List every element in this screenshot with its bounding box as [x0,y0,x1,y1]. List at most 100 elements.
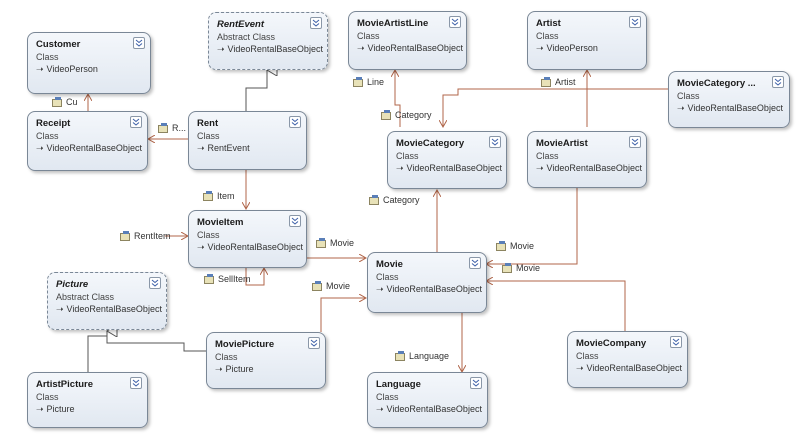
assoc-label-line[interactable]: Line [353,77,384,87]
class-base: ➝VideoRentalBaseObject [396,163,502,174]
inherits-arrow-icon: ➝ [357,43,365,53]
class-title: Receipt [36,118,71,129]
assoc-moviecompany-movie [486,281,626,331]
assoc-label-text: Movie [510,241,535,251]
class-shape-movieartist[interactable]: MovieArtist Class ➝VideoRentalBaseObject [527,131,647,188]
class-base-text: Picture [225,364,254,374]
assoc-label-r[interactable]: R... [158,123,186,133]
class-kind: Class [36,52,59,62]
assoc-label-language[interactable]: Language [395,351,449,361]
assoc-label-category-mid[interactable]: Category [369,195,420,205]
collapse-chevron-icon[interactable] [133,37,145,49]
collapse-chevron-icon[interactable] [308,337,320,349]
class-kind: Class [36,131,59,141]
class-base-text: VideoRentalBaseObject [227,44,323,54]
class-shape-language[interactable]: Language Class ➝VideoRentalBaseObject [367,372,488,428]
assoc-label-category-top[interactable]: Category [381,110,432,120]
class-base-text: VideoRentalBaseObject [386,284,482,294]
class-shape-movie[interactable]: Movie Class ➝VideoRentalBaseObject [367,252,487,313]
class-kind: Class [215,352,238,362]
assoc-label-movie-picture[interactable]: Movie [312,281,350,291]
assoc-label-sellitem[interactable]: SellItem [204,274,251,284]
class-shape-movieartistline[interactable]: MovieArtistLine Class ➝VideoRentalBaseOb… [348,11,467,70]
class-base: ➝VideoPerson [536,43,598,54]
class-base-text: VideoPerson [46,64,98,74]
class-base-text: VideoRentalBaseObject [367,43,463,53]
assoc-label-text: Movie [326,281,351,291]
class-base: ➝Picture [36,404,75,415]
property-icon [52,97,63,107]
assoc-movieartistline-line [395,70,401,127]
inherit-artistpicture-picture [87,331,107,372]
class-shape-artistpicture[interactable]: ArtistPicture Class ➝Picture [27,372,148,428]
collapse-chevron-icon[interactable] [629,16,641,28]
assoc-label-artist[interactable]: Artist [541,77,576,87]
assoc-label-text: Artist [555,77,576,87]
collapse-chevron-icon[interactable] [149,277,161,289]
property-icon [381,110,392,120]
class-shape-moviecompany[interactable]: MovieCompany Class ➝VideoRentalBaseObjec… [567,331,688,388]
collapse-chevron-icon[interactable] [489,136,501,148]
inherits-arrow-icon: ➝ [36,64,44,74]
inherits-arrow-icon: ➝ [56,304,64,314]
class-title: Rent [197,118,219,129]
class-base: ➝VideoRentalBaseObject [376,404,482,415]
class-base-text: VideoRentalBaseObject [546,163,642,173]
assoc-moviecategorylist-category [443,88,668,127]
class-shape-customer[interactable]: Customer Class ➝VideoPerson [27,32,151,94]
class-shape-receipt[interactable]: Receipt Class ➝VideoRentalBaseObject [27,111,148,171]
assoc-label-text: Line [367,77,385,87]
assoc-label-cu[interactable]: Cu [52,97,78,107]
class-shape-rentevent[interactable]: RentEvent Abstract Class ➝VideoRentalBas… [208,12,328,70]
collapse-chevron-icon[interactable] [130,116,142,128]
class-kind: Class [576,351,599,361]
collapse-chevron-icon[interactable] [629,136,641,148]
class-shape-artist[interactable]: Artist Class ➝VideoPerson [527,11,647,70]
class-shape-movieitem[interactable]: MovieItem Class ➝VideoRentalBaseObject [188,210,307,268]
property-icon [312,281,323,291]
inherits-arrow-icon: ➝ [197,242,205,252]
class-kind: Abstract Class [217,32,276,42]
collapse-chevron-icon[interactable] [310,17,322,29]
collapse-chevron-icon[interactable] [289,116,301,128]
class-kind: Class [197,230,220,240]
class-base: ➝VideoPerson [36,64,98,75]
assoc-label-text: Language [409,351,450,361]
property-icon [541,77,552,87]
class-shape-moviepicture[interactable]: MoviePicture Class ➝Picture [206,332,326,389]
inherits-arrow-icon: ➝ [576,363,584,373]
collapse-chevron-icon[interactable] [449,16,461,28]
class-shape-moviecategory[interactable]: MovieCategory Class ➝VideoRentalBaseObje… [387,131,507,189]
collapse-chevron-icon[interactable] [772,76,784,88]
class-shape-picture[interactable]: Picture Abstract Class ➝VideoRentalBaseO… [47,272,167,330]
property-icon [496,241,507,251]
property-icon [120,231,131,241]
assoc-label-text: Category [383,195,420,205]
collapse-chevron-icon[interactable] [670,336,682,348]
inherit-moviepicture-picture [106,331,206,352]
class-base: ➝VideoRentalBaseObject [536,163,642,174]
property-icon [203,191,214,201]
assoc-label-movie-artist[interactable]: Movie [496,241,534,251]
class-title: MovieItem [197,217,244,228]
collapse-chevron-icon[interactable] [469,257,481,269]
inherits-arrow-icon: ➝ [217,44,225,54]
class-base-text: VideoRentalBaseObject [66,304,162,314]
class-base-text: VideoPerson [546,43,598,53]
assoc-label-rentitem[interactable]: RentItem [120,231,171,241]
inherits-arrow-icon: ➝ [536,163,544,173]
collapse-chevron-icon[interactable] [289,215,301,227]
collapse-chevron-icon[interactable] [470,377,482,389]
class-title: MovieCompany [576,338,647,349]
class-base: ➝VideoRentalBaseObject [36,143,142,154]
property-icon [158,123,169,133]
class-shape-rent[interactable]: Rent Class ➝RentEvent [188,111,307,170]
class-shape-moviecategorylist[interactable]: MovieCategory ... Class ➝VideoRentalBase… [668,71,790,128]
class-base: ➝VideoRentalBaseObject [56,304,162,315]
collapse-chevron-icon[interactable] [130,377,142,389]
assoc-label-movie-company[interactable]: Movie [502,263,540,273]
class-kind: Class [677,91,700,101]
assoc-label-item[interactable]: Item [203,191,235,201]
assoc-label-movie-item[interactable]: Movie [316,238,354,248]
